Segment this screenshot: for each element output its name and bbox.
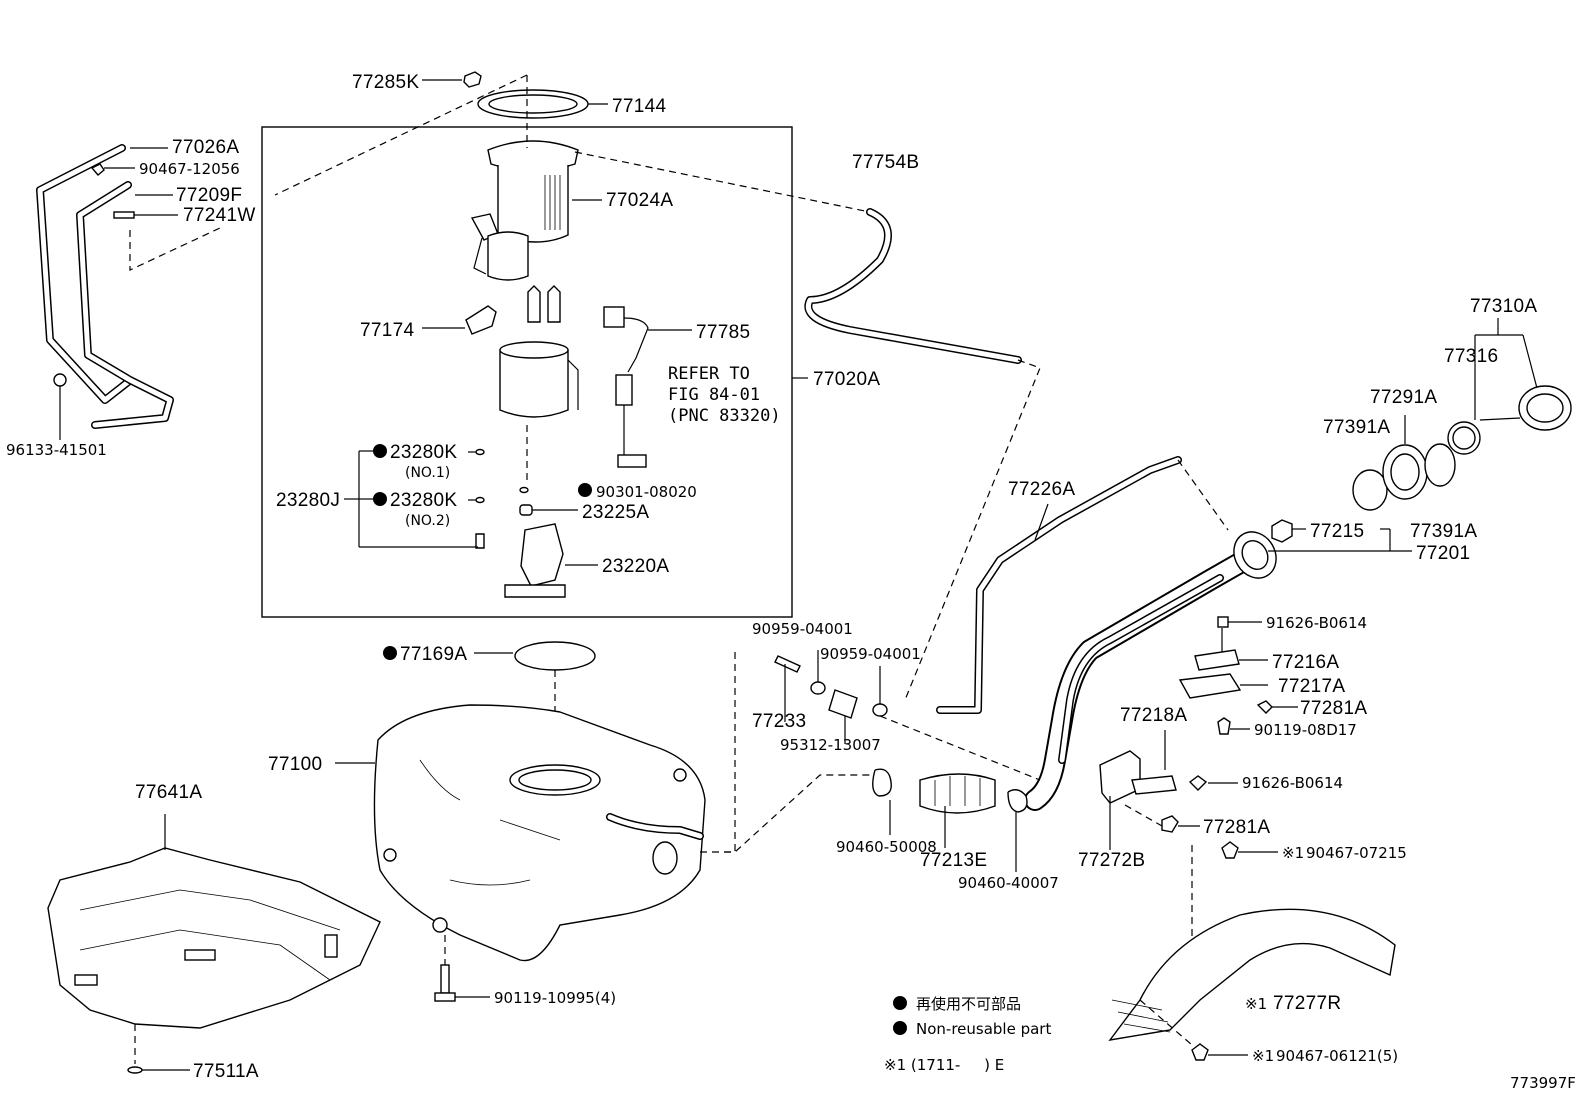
label-note-mark-3: ※1 — [1252, 1047, 1274, 1065]
label-77285K: 77285K — [352, 72, 419, 93]
sub-pump-module — [499, 285, 579, 418]
label-77391A-1: 77391A — [1323, 417, 1390, 438]
legend-dot-jp — [893, 996, 907, 1010]
label-77100: 77100 — [268, 754, 322, 775]
label-refer-pnc: (PNC 83320) — [668, 406, 781, 426]
fuel-pump-77024A — [470, 140, 602, 281]
retainer-ring-77144 — [477, 89, 608, 119]
label-90959-04001-b: 90959-04001 — [820, 645, 921, 663]
label-77233: 77233 — [752, 711, 806, 732]
label-77209F: 77209F — [176, 185, 242, 206]
fuel-tank-77100 — [335, 704, 706, 962]
label-90119-08D17: 90119-08D17 — [1254, 721, 1357, 739]
label-no1: (NO.1) — [405, 465, 450, 481]
marker-23280K-1 — [373, 444, 387, 458]
legend-en: Non-reusable part — [916, 1020, 1051, 1038]
label-note-mark-1: ※1 — [1282, 844, 1304, 862]
label-96133-41501: 96133-41501 — [6, 441, 107, 459]
label-90119-10995: 90119-10995(4) — [494, 989, 616, 1007]
brackets-77216A — [1178, 616, 1298, 735]
label-90301-08020: 90301-08020 — [596, 483, 697, 501]
leader-ring-to-box — [274, 74, 528, 196]
bracket-77218A-77272B — [1099, 730, 1238, 850]
label-77785: 77785 — [696, 322, 750, 343]
label-77272B: 77272B — [1078, 850, 1145, 871]
label-77024A: 77024A — [606, 190, 673, 211]
breather-hose-77754B — [804, 208, 1041, 701]
label-no2: (NO.2) — [405, 513, 450, 529]
fuel-tube-77026A — [36, 144, 221, 440]
filler-pipe-77201 — [1024, 531, 1277, 811]
o-rings-77391A — [1352, 415, 1456, 511]
fuel-sender-77785 — [603, 306, 692, 468]
label-90467-12056: 90467-12056 — [139, 160, 240, 178]
fuel-cap-77310A — [1447, 318, 1572, 455]
clip-77285K — [422, 71, 482, 88]
evap-tube-77226A — [936, 456, 1229, 714]
label-77216A: 77216A — [1272, 652, 1339, 673]
bracket-77201-leaders — [1268, 519, 1412, 552]
label-77174: 77174 — [360, 320, 414, 341]
label-91626-B0614-b: 91626-B0614 — [1242, 774, 1343, 792]
fender-liner-77277R — [1108, 841, 1396, 1061]
label-91626-B0614-a: 91626-B0614 — [1266, 614, 1367, 632]
label-77144: 77144 — [612, 96, 666, 117]
label-77226A: 77226A — [1008, 479, 1075, 500]
label-77316: 77316 — [1444, 346, 1498, 367]
leader-pump-to-hose — [574, 151, 871, 213]
label-90467-07215: 90467-07215 — [1306, 844, 1407, 862]
label-90460-50008: 90460-50008 — [836, 838, 937, 856]
filler-hose-77213E — [700, 768, 1028, 872]
label-23280K-2: 23280K — [390, 490, 457, 511]
label-77169A: 77169A — [400, 644, 467, 665]
label-77213E: 77213E — [920, 850, 987, 871]
label-refer-to: REFER TO — [668, 364, 750, 384]
label-77754B: 77754B — [852, 152, 919, 173]
label-23280J: 23280J — [276, 490, 340, 511]
label-77391A-2: 77391A — [1410, 521, 1477, 542]
label-23225A: 23225A — [582, 502, 649, 523]
label-77215: 77215 — [1310, 521, 1364, 542]
marker-90301 — [578, 483, 592, 497]
bracket-23280J — [344, 450, 478, 548]
fuel-filter-23220A — [504, 523, 598, 598]
label-77310A: 77310A — [1470, 296, 1537, 317]
label-90959-04001-a: 90959-04001 — [752, 620, 853, 638]
label-77241W: 77241W — [183, 205, 256, 226]
legend-dot-en — [893, 1021, 907, 1035]
bolt-90119-10995 — [434, 935, 490, 1002]
label-77281A-a: 77281A — [1300, 698, 1367, 719]
label-77201: 77201 — [1416, 543, 1470, 564]
diagram-id: 773997F — [1510, 1074, 1576, 1092]
label-77281A-b: 77281A — [1203, 817, 1270, 838]
label-95312-13007: 95312-13007 — [780, 736, 881, 754]
legend-note: ※1 (1711- ) E — [884, 1056, 1004, 1074]
label-77511A: 77511A — [193, 1061, 259, 1082]
label-77291A: 77291A — [1370, 387, 1437, 408]
filter-parts — [468, 425, 578, 549]
heat-insulator-77641A — [47, 814, 381, 1074]
label-23280K-1: 23280K — [390, 442, 457, 463]
label-77277R: 77277R — [1273, 993, 1341, 1014]
label-77020A: 77020A — [813, 369, 880, 390]
bracket-77174 — [422, 305, 497, 335]
label-90460-40007: 90460-40007 — [958, 874, 1059, 892]
label-23220A: 23220A — [602, 556, 669, 577]
label-77217A: 77217A — [1278, 676, 1345, 697]
marker-23280K-2 — [373, 492, 387, 506]
label-note-mark-2: ※1 — [1245, 995, 1267, 1013]
legend-jp: 再使用不可部品 — [916, 995, 1021, 1013]
label-refer-fig: FIG 84-01 — [668, 385, 760, 405]
label-77218A: 77218A — [1120, 705, 1187, 726]
label-77641A: 77641A — [135, 782, 202, 803]
label-77026A: 77026A — [172, 137, 239, 158]
label-90467-06121: 90467-06121(5) — [1276, 1047, 1398, 1065]
marker-77169A — [383, 646, 397, 660]
